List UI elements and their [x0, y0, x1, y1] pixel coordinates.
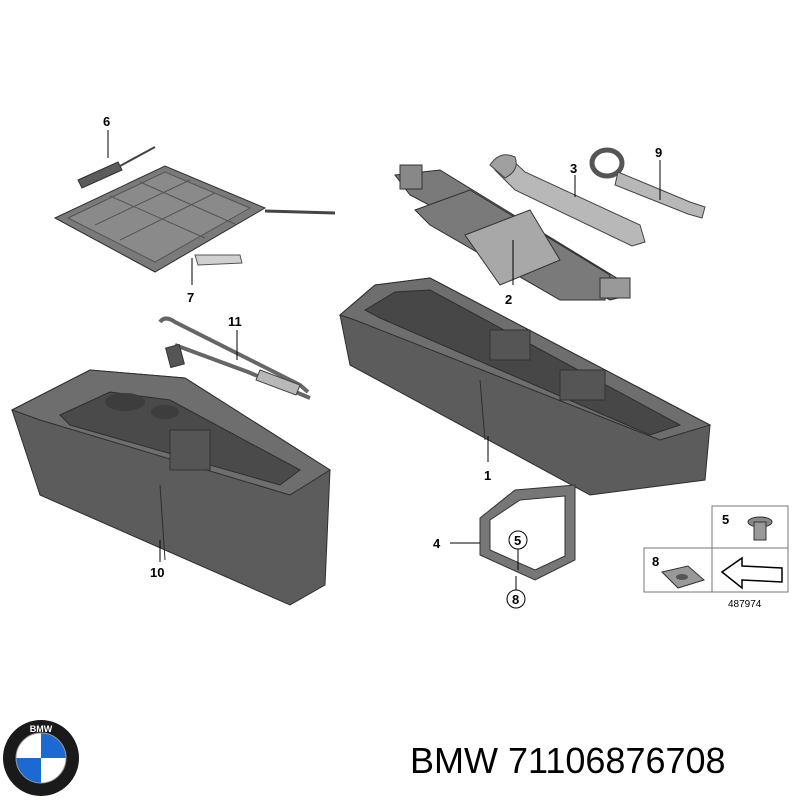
circled-callout-8: 8 — [506, 576, 526, 609]
tool-tray-right-part — [339, 277, 712, 496]
bolt-icon — [747, 516, 773, 541]
tool-pouch-part — [53, 165, 336, 273]
callout-3-label: 3 — [570, 161, 577, 176]
callout-4-label: 4 — [433, 536, 441, 551]
tool-tray-left-part — [10, 369, 331, 606]
callout-6-label: 6 — [103, 114, 110, 129]
crank-rod-part — [158, 316, 311, 400]
scissor-jack-part — [394, 164, 631, 301]
wrench-part — [489, 154, 646, 247]
callout-6: 6 — [103, 114, 110, 158]
callout-7: 7 — [187, 258, 194, 305]
callout-1: 1 — [484, 436, 491, 483]
callout-1-label: 1 — [484, 468, 491, 483]
callout-7-label: 7 — [187, 290, 194, 305]
strap-part — [479, 484, 576, 581]
brand-part-number: BMW 71106876708 — [410, 740, 726, 782]
screwdriver-part — [77, 146, 156, 189]
circled-callout-5: 5 — [508, 530, 528, 570]
callout-2-label: 2 — [505, 292, 512, 307]
callout-9: 9 — [655, 145, 662, 200]
logo-lettering: BMW — [30, 724, 53, 734]
callout-11: 11 — [228, 314, 242, 360]
inset-callout-8: 8 — [652, 554, 659, 569]
callout-2: 2 — [505, 240, 514, 307]
callout-10-label: 10 — [150, 565, 164, 580]
reference-number: 487974 — [728, 599, 762, 610]
tow-eye-part — [589, 147, 706, 219]
bmw-logo-icon: BMW — [3, 720, 79, 796]
part-number: 71106876708 — [508, 740, 726, 781]
callout-9-label: 9 — [655, 145, 662, 160]
callout-3: 3 — [570, 161, 577, 197]
callout-4: 4 — [433, 536, 480, 551]
brand-name: BMW — [410, 740, 498, 781]
fastener-inset: 5 8 487974 — [643, 505, 789, 610]
arrow-icon — [720, 556, 783, 590]
clip-nut-icon — [661, 565, 706, 589]
callout-11-label: 11 — [228, 314, 242, 329]
circled-callout-5-label: 5 — [514, 533, 521, 548]
circled-callout-8-label: 8 — [512, 592, 519, 607]
callout-10: 10 — [150, 540, 164, 580]
inset-callout-5: 5 — [722, 512, 729, 527]
